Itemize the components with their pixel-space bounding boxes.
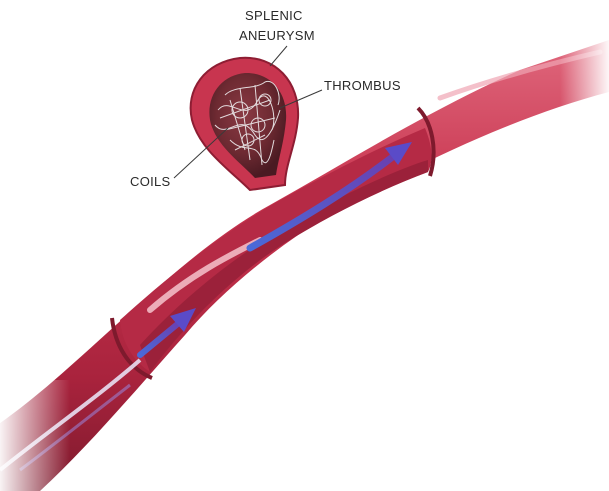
artery-wall [0, 40, 609, 491]
aneurysm-label-line1: SPLENIC [245, 8, 303, 23]
coils-label: COILS [130, 174, 171, 189]
aneurysm-label-line2: ANEURYSM [239, 28, 315, 43]
splenic-aneurysm [191, 58, 299, 190]
fade-left [0, 380, 70, 491]
aneurysm-leader [270, 46, 287, 66]
splenic-artery [0, 30, 609, 491]
fade-right [560, 30, 609, 110]
thrombus-label: THROMBUS [324, 78, 401, 93]
